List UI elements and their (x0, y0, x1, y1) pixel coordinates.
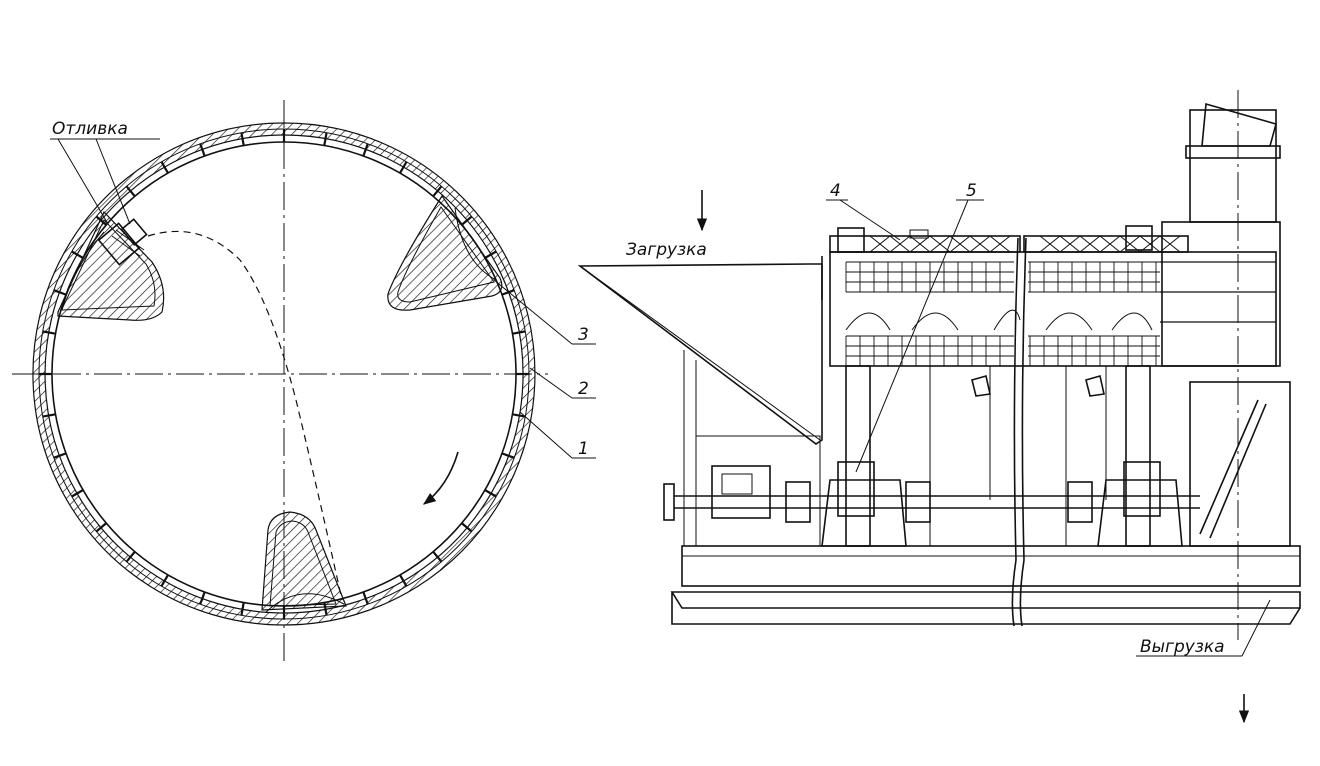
break-line-left (1011, 237, 1019, 627)
gearbox (711, 465, 771, 519)
callout-3-leader (493, 279, 573, 345)
end-cap-left (837, 227, 865, 253)
support-column-1 (845, 365, 871, 547)
callout-2: 2 (578, 379, 589, 399)
lining-rib (362, 591, 369, 605)
lining-rib (362, 143, 369, 157)
lining-rib (71, 250, 84, 259)
casting-part (97, 218, 148, 266)
lifter-blade-left-inner (61, 219, 156, 311)
stack-cap (1201, 102, 1277, 147)
lining-rib (501, 289, 515, 296)
end-cap-right (1125, 225, 1153, 251)
casting-label: Отливка (52, 119, 128, 139)
bearing-block-left (821, 479, 907, 547)
callout-4: 4 (830, 181, 841, 201)
lining-rib (432, 551, 443, 563)
rotation-direction-arrow (422, 451, 459, 505)
lining-rib (323, 132, 328, 146)
base-frame (681, 545, 1301, 587)
loading-label: Загрузка (626, 240, 707, 260)
support-brackets (971, 374, 1105, 397)
lifter-blade-bottom-curve (265, 593, 345, 613)
lining-rib (42, 330, 56, 335)
discharge-housing (1161, 221, 1281, 367)
lining-rib (461, 522, 473, 533)
lining-rib (125, 185, 136, 197)
lining-rib (53, 289, 67, 296)
lining-rib (42, 413, 56, 418)
drive-handwheel (663, 483, 675, 521)
callout-5: 5 (966, 181, 977, 201)
gearbox-window (721, 473, 753, 495)
unloading-leader (1241, 599, 1271, 657)
coupling-1 (785, 481, 811, 523)
casting-leader-2 (95, 138, 131, 225)
hopper-chute-line (579, 265, 821, 441)
lining-rib (484, 489, 497, 498)
lining-rib (432, 185, 443, 197)
drum-cross-section: Отливка 3 2 1 (12, 100, 596, 662)
lining-rib (512, 330, 526, 335)
lining-rib (160, 161, 169, 174)
exhaust-stack (1189, 109, 1277, 223)
coupling-3 (1067, 481, 1093, 523)
callout-1-leader (519, 411, 573, 459)
lining-rib (53, 452, 67, 459)
lining-rib (461, 215, 473, 226)
bearing-block-right (1097, 479, 1183, 547)
callout-1: 1 (578, 439, 589, 459)
unloading-label: Выгрузка (1140, 637, 1225, 657)
lining-rib (399, 574, 408, 587)
lifter-blade-right-inner (397, 206, 495, 303)
drum-shell (32, 122, 536, 626)
lifter-blade-left-curve (61, 231, 105, 311)
callout-3: 3 (578, 325, 589, 345)
top-fitting (909, 229, 929, 239)
drive-housing (695, 435, 821, 547)
lining-rib (71, 489, 84, 498)
roller-left (837, 461, 875, 517)
support-column-2 (1125, 365, 1151, 547)
callout-5-leader (855, 199, 969, 473)
drum-grid (845, 261, 1276, 366)
frame-top-truss-cross (869, 235, 1181, 253)
foundation (670, 591, 1301, 625)
lining-rib (199, 143, 206, 157)
discharge-chute (1189, 381, 1291, 547)
break-line-right (1019, 237, 1027, 627)
callout-4-leader (839, 199, 901, 241)
lining-rib (484, 250, 497, 259)
drum-lifter-profiles (845, 309, 1153, 331)
roller-right (1123, 461, 1161, 517)
lining-rib (501, 452, 515, 459)
lining-rib (512, 413, 526, 418)
coupling-2 (905, 481, 931, 523)
lining-rib (240, 132, 245, 146)
stack-flange (1185, 145, 1281, 159)
lifter-blade-left (57, 210, 165, 321)
callout-2-leader (529, 367, 573, 399)
lifter-blade-right-curve (454, 207, 497, 281)
casting-leader-1 (57, 138, 109, 225)
lining-rib (160, 574, 169, 587)
discharge-gate (1199, 399, 1259, 535)
machine-side-view: Загрузка (577, 90, 1301, 724)
lining-rib (199, 591, 206, 605)
lining-rib (240, 602, 245, 616)
lifter-blade-right (387, 194, 503, 311)
lining-rib (399, 161, 408, 174)
lining-rib (125, 551, 136, 563)
lifter-blade-bottom (261, 511, 347, 611)
drum-body (829, 251, 1277, 367)
lifter-blade-bottom-inner (269, 520, 337, 607)
lining-rib (95, 522, 107, 533)
loading-hopper (577, 263, 823, 445)
